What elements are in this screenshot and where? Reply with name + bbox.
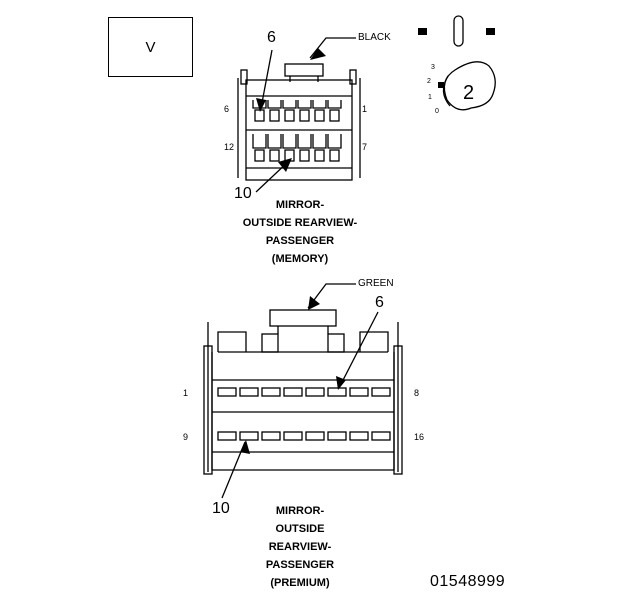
top-row-label-bottom-right: 7 xyxy=(362,142,368,152)
bottom-caption-line: MIRROR- xyxy=(275,505,325,517)
top-caption-line: PASSENGER xyxy=(265,235,335,247)
key-number-1: 1 xyxy=(428,94,432,101)
black-leader-arrowhead xyxy=(310,48,326,60)
top-pin10-arrowhead xyxy=(278,158,292,172)
bottom-caption-line: REARVIEW- xyxy=(268,541,332,553)
top-row-label-bottom-left: 12 xyxy=(224,142,235,152)
bottom-pin6-arrowhead xyxy=(336,376,346,390)
document-id: 01548999 xyxy=(430,573,506,590)
top-caption-line: (MEMORY) xyxy=(271,253,329,265)
top-connector-body xyxy=(237,63,361,181)
top-pin6-callout: 6 xyxy=(267,29,276,46)
bottom-connector-row1 xyxy=(217,387,391,397)
bottom-color-label: GREEN xyxy=(358,278,394,289)
top-pin6-arrowhead xyxy=(256,98,266,112)
top-connector-row2 xyxy=(246,129,352,162)
bottom-row-label-top-right: 8 xyxy=(414,388,420,398)
key-notch-marker xyxy=(438,82,444,88)
bottom-caption-line: PASSENGER xyxy=(265,559,335,571)
top-caption-line: MIRROR- xyxy=(275,199,325,211)
top-color-label: BLACK xyxy=(358,32,391,43)
top-caption-line: OUTSIDE REARVIEW- xyxy=(242,217,358,229)
bottom-caption-line: OUTSIDE xyxy=(275,523,325,535)
key-number-2: 2 xyxy=(427,78,431,85)
bottom-row-label-bottom-left: 9 xyxy=(183,432,189,442)
view-label-box: V xyxy=(108,17,193,77)
key-marker-left xyxy=(418,28,427,35)
green-leader-arrowhead xyxy=(308,296,320,310)
top-connector-caption: MIRROR- OUTSIDE REARVIEW- PASSENGER (MEM… xyxy=(200,196,400,268)
bottom-pin10-arrowhead xyxy=(240,440,250,454)
view-label: V xyxy=(145,38,156,56)
key-number-3: 3 xyxy=(431,64,435,71)
key-marker-right xyxy=(486,28,495,35)
key-number-0: 0 xyxy=(435,108,439,115)
key-icon-number: 2 xyxy=(463,82,475,104)
bottom-pin10-callout: 10 xyxy=(212,500,230,517)
top-row-label-top-left: 6 xyxy=(224,104,230,114)
top-pin10-callout: 10 xyxy=(234,185,252,202)
top-row-label-top-right: 1 xyxy=(362,104,368,114)
bottom-caption-line: (PREMIUM) xyxy=(270,577,330,589)
top-connector-row1 xyxy=(252,100,342,122)
key-icon-lines xyxy=(442,15,496,111)
bottom-connector-caption: MIRROR- OUTSIDE REARVIEW- PASSENGER (PRE… xyxy=(220,502,380,592)
bottom-row-label-top-left: 1 xyxy=(183,388,189,398)
bottom-row-label-bottom-right: 16 xyxy=(414,432,425,442)
bottom-connector-row2 xyxy=(217,431,391,441)
bottom-pin6-callout: 6 xyxy=(375,294,384,311)
